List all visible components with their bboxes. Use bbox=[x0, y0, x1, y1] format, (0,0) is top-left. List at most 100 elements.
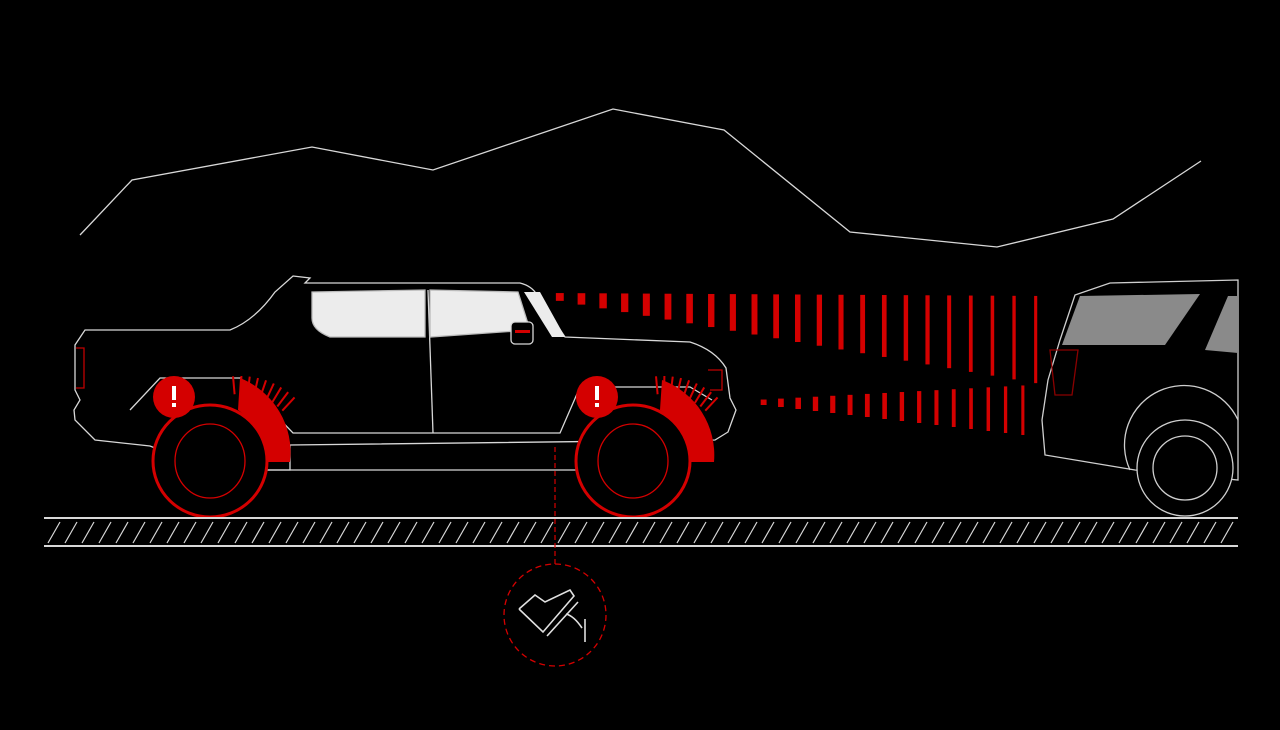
hatch-line bbox=[285, 521, 299, 544]
vehicle-ahead bbox=[1041, 279, 1239, 517]
wear-tick bbox=[232, 376, 236, 395]
hatch-line bbox=[200, 521, 214, 544]
beam-segment bbox=[830, 395, 836, 413]
hatch-line bbox=[81, 521, 95, 544]
sensor-beam-lower bbox=[760, 385, 1025, 435]
hatch-line bbox=[1050, 521, 1064, 544]
beam-segment bbox=[686, 293, 693, 324]
hatch-line bbox=[149, 521, 163, 544]
hatch-line bbox=[234, 521, 248, 544]
beam-segment bbox=[729, 294, 736, 331]
beam-segment bbox=[621, 293, 629, 313]
beam-segment bbox=[903, 295, 909, 361]
hatch-line bbox=[438, 521, 452, 544]
beam-segment bbox=[760, 399, 767, 405]
beam-segment bbox=[751, 294, 758, 335]
hatch-line bbox=[965, 521, 979, 544]
beam-segment bbox=[1034, 295, 1038, 384]
hatch-line bbox=[812, 521, 826, 544]
wear-indicator bbox=[655, 375, 719, 412]
hatch-line bbox=[183, 521, 197, 544]
hatch-line bbox=[489, 521, 503, 544]
wear-tick bbox=[675, 377, 682, 396]
hatch-line bbox=[353, 521, 367, 544]
wear-tick bbox=[259, 380, 267, 398]
rear-wheel bbox=[151, 375, 296, 519]
hatch-line bbox=[931, 521, 945, 544]
hatch-line bbox=[557, 521, 571, 544]
ground bbox=[44, 517, 1238, 547]
beam-segment bbox=[577, 293, 586, 305]
hatch-line bbox=[982, 521, 996, 544]
hatch-line bbox=[540, 521, 554, 544]
hatch-line bbox=[1186, 521, 1200, 544]
beam-segment bbox=[882, 392, 887, 419]
terrain-mode-badge bbox=[503, 563, 607, 667]
hatch-line bbox=[761, 521, 775, 544]
hatch-line bbox=[676, 521, 690, 544]
hatch-line bbox=[370, 521, 384, 544]
wear-tick bbox=[704, 396, 719, 412]
other-vehicle-wheel bbox=[1136, 419, 1234, 517]
wear-tick bbox=[699, 391, 712, 408]
beam-segment bbox=[1003, 386, 1008, 433]
hatch-line bbox=[1203, 521, 1217, 544]
beam-segment bbox=[881, 295, 887, 357]
sensor-beam-upper bbox=[555, 293, 1038, 384]
hatch-line bbox=[914, 521, 928, 544]
hatch-line bbox=[1101, 521, 1115, 544]
hatch-line bbox=[1033, 521, 1047, 544]
hatch-line bbox=[166, 521, 180, 544]
beam-segment bbox=[925, 295, 930, 365]
hatch-line bbox=[1118, 521, 1132, 544]
beam-segment bbox=[773, 294, 779, 339]
hatch-line bbox=[336, 521, 350, 544]
hatch-line bbox=[1084, 521, 1098, 544]
wear-tick bbox=[265, 383, 275, 401]
hatch-line bbox=[659, 521, 673, 544]
beam-segment bbox=[795, 397, 801, 409]
hatch-line bbox=[744, 521, 758, 544]
wear-tick bbox=[682, 380, 690, 398]
exclamation-icon bbox=[153, 376, 195, 418]
beam-segment bbox=[838, 294, 844, 350]
beam-segment bbox=[816, 294, 823, 346]
wear-tick bbox=[246, 376, 251, 395]
wear-tick bbox=[694, 386, 706, 404]
hatch-line bbox=[897, 521, 911, 544]
beam-segment bbox=[899, 392, 905, 421]
hatch-line bbox=[319, 521, 333, 544]
hatch-line bbox=[1135, 521, 1149, 544]
beam-segment bbox=[599, 293, 607, 309]
hatch-line bbox=[1169, 521, 1183, 544]
hatch-line bbox=[132, 521, 146, 544]
beam-segment bbox=[664, 293, 672, 320]
wear-tick bbox=[669, 376, 674, 395]
beam-segment bbox=[969, 388, 973, 429]
hatch-line bbox=[642, 521, 656, 544]
beam-segment bbox=[917, 391, 922, 423]
hatch-line bbox=[302, 521, 316, 544]
hatch-line bbox=[846, 521, 860, 544]
wear-tick bbox=[655, 376, 659, 395]
beam-segment bbox=[555, 293, 564, 301]
hatch-line bbox=[727, 521, 741, 544]
wear-tick bbox=[271, 386, 283, 404]
hatch-line bbox=[421, 521, 435, 544]
hatch-line bbox=[64, 521, 78, 544]
hatch-line bbox=[778, 521, 792, 544]
front-wheel bbox=[574, 375, 719, 519]
beam-segment bbox=[951, 389, 956, 427]
hatch-line bbox=[523, 521, 537, 544]
hatch-line bbox=[999, 521, 1013, 544]
hatch-line bbox=[455, 521, 469, 544]
hatch-line bbox=[472, 521, 486, 544]
hatch-line bbox=[251, 521, 265, 544]
wear-indicator bbox=[232, 375, 296, 412]
beam-segment bbox=[947, 295, 952, 369]
hatch-line bbox=[693, 521, 707, 544]
hatch-line bbox=[1016, 521, 1030, 544]
mountain-outline bbox=[79, 108, 1202, 248]
beam-segment bbox=[1021, 385, 1025, 435]
wear-tick bbox=[688, 383, 698, 401]
